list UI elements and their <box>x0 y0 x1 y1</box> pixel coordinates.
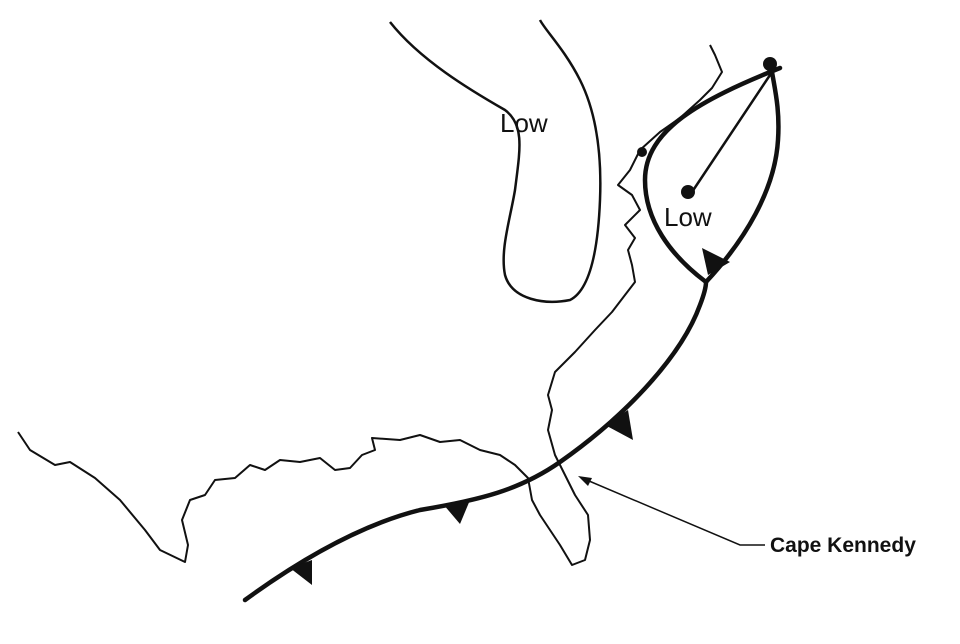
front-triangle <box>443 500 470 524</box>
front-triangle <box>605 410 633 440</box>
occluded-loop-right <box>703 69 781 285</box>
occluded-loop-left <box>642 65 783 285</box>
cape-arrowhead <box>578 476 592 486</box>
gulf-coastline <box>17 44 723 566</box>
cape-kennedy-label: Cape Kennedy <box>770 534 916 557</box>
low-label-upper: Low <box>500 108 548 138</box>
old-low-dot <box>763 57 777 71</box>
storm-track-line <box>688 71 774 196</box>
front-triangle <box>290 560 312 585</box>
cape-pointer-line <box>581 477 765 546</box>
upper-trough-line <box>389 19 602 303</box>
front-triangle <box>702 248 730 275</box>
low-label-storm: Low <box>664 202 712 232</box>
chesapeake-dot <box>637 147 647 157</box>
cold-front <box>242 279 709 603</box>
low-center-dot <box>681 185 695 199</box>
